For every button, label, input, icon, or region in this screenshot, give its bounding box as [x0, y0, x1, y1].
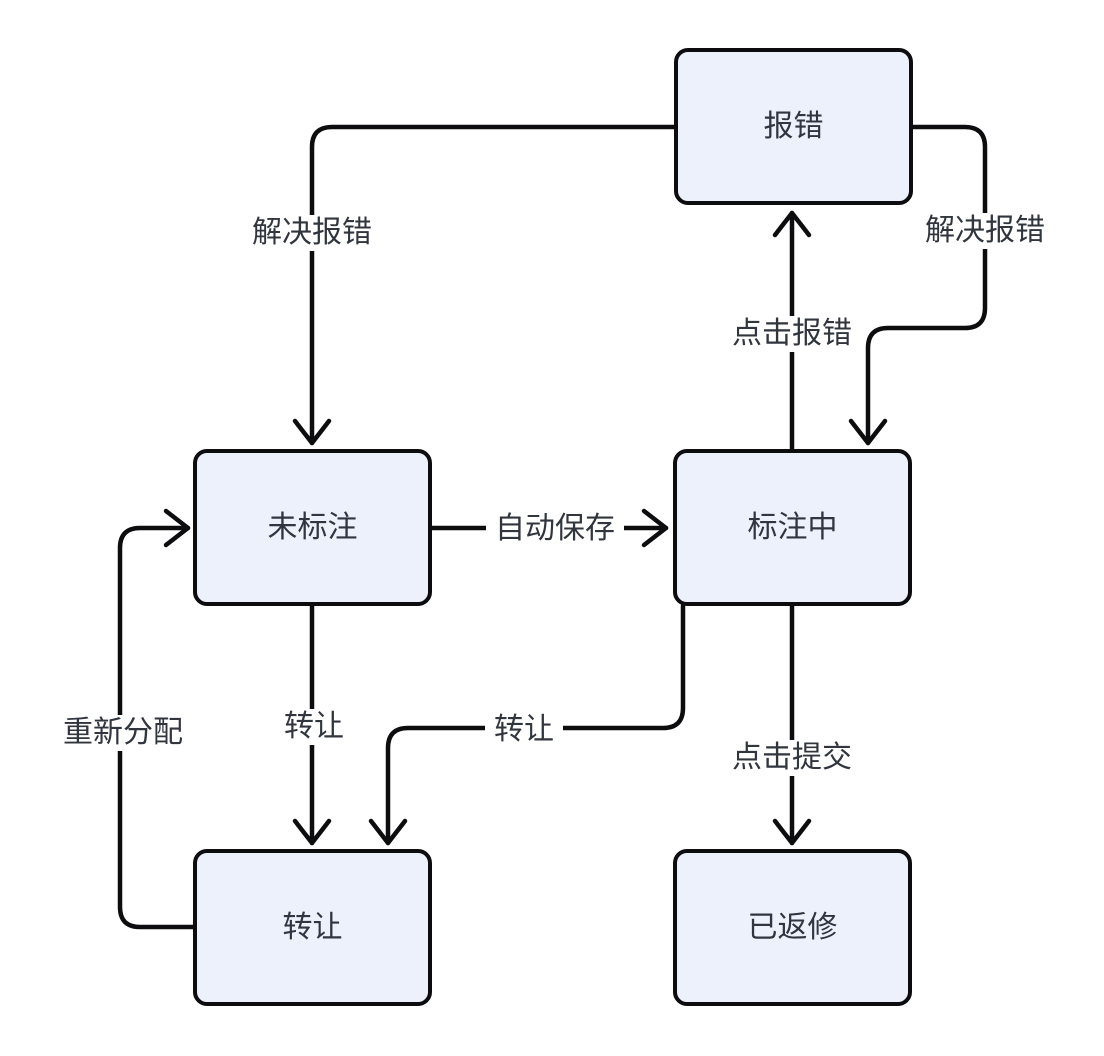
edge-label-zidongbaocun: 自动保存 — [486, 511, 624, 547]
edge-label-chongxinfenpei: 重新分配 — [54, 715, 192, 751]
edge-biaozhuzhong-to-zhuanrang-arrowhead-icon — [368, 818, 408, 846]
node-yifanxiu: 已返修 — [673, 849, 912, 1006]
edge-zhuanrang-to-weibiaozhu-arrowhead-icon — [163, 508, 191, 548]
edge-biaozhuzhong-to-yifanxiu-arrowhead-icon — [772, 818, 812, 846]
edge-baocuo-to-biaozhuzhong-line — [865, 124, 988, 446]
edge-label-jiejuebaocuo-left: 解决报错 — [243, 215, 381, 251]
edge-weibiaozhu-to-zhuanrang-arrowhead-icon — [292, 818, 332, 846]
edge-label-dianjitijiao: 点击提交 — [723, 740, 861, 776]
node-baocuo: 报错 — [674, 48, 913, 205]
node-weibiaozhu: 未标注 — [193, 449, 432, 606]
edge-weibiaozhu-to-biaozhuzhong-arrowhead-icon — [641, 508, 669, 548]
edge-baocuo-to-weibiaozhu-arrowhead-icon — [292, 418, 332, 446]
edge-baocuo-to-biaozhuzhong-arrowhead-icon — [848, 418, 888, 446]
edge-label-zhuanrang-mid: 转让 — [485, 712, 563, 748]
edge-label-jiejuebaocuo-right: 解决报错 — [916, 213, 1054, 249]
edge-biaozhuzhong-to-baocuo-arrowhead-icon — [772, 210, 812, 238]
node-zhuanrang: 转让 — [193, 849, 432, 1006]
edge-label-dianjibaocuo: 点击报错 — [723, 316, 861, 352]
node-biaozhuzhong: 标注中 — [673, 449, 912, 606]
edge-baocuo-to-weibiaozhu-line — [309, 124, 677, 446]
edge-label-zhuanrang-left: 转让 — [275, 709, 353, 745]
